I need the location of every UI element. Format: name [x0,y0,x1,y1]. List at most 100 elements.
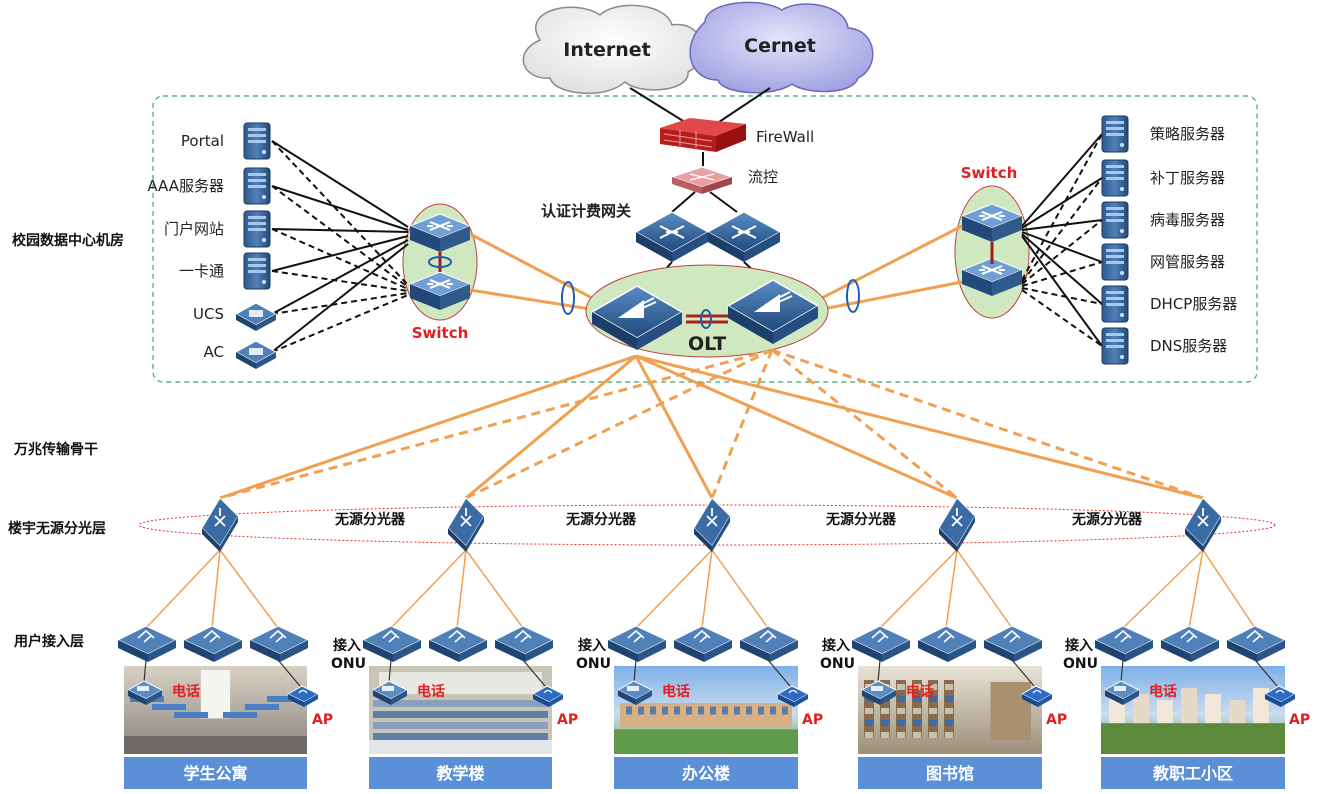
right-server-label: 补丁服务器 [1150,169,1225,187]
ap-label: AP [312,712,333,728]
ap-label: AP [1046,712,1067,728]
onu-icon [428,625,488,663]
splitter-icon [201,497,239,553]
drop-fiber [635,549,713,629]
building-group: 电话 AP 接入 ONU 教学楼 [331,497,578,789]
fiber-primary [465,354,637,500]
fiber-backup [219,348,773,500]
internet-label: Internet [563,39,650,61]
building-name: 教学楼 [436,764,484,783]
fiber-backup [710,349,774,499]
cernet-label: Cernet [744,35,816,57]
right-server-label: 策略服务器 [1150,125,1225,143]
ap-link [1254,659,1278,687]
onu-icon [739,625,799,663]
building-name-bar [1101,757,1285,789]
onu-icon [1094,625,1154,663]
link-internet-firewall [629,87,689,125]
ap-link [277,659,301,687]
onu-icon [1160,625,1220,663]
phone-link [877,659,881,683]
onu-access-label: ONU [820,656,855,672]
ap-link [1011,659,1035,687]
backbone-fiber-links [219,348,1204,500]
fiber-backup [771,348,1204,500]
onu-icon [983,625,1043,663]
building-name: 教职工小区 [1153,764,1233,783]
splitter-icon [693,497,731,553]
left-server-label: Portal [181,132,224,150]
ac-device-icon [234,340,278,369]
building-group: 电话 AP 接入 ONU 图书馆 [820,497,1067,789]
phone-label: 电话 [1149,683,1177,700]
layer-label-datacenter: 校园数据中心机房 [12,232,124,249]
onu-access-label: ONU [331,656,366,672]
building-photo [124,666,307,754]
access-layer: 无源分光器无源分光器无源分光器无源分光器电话AP学生公寓电话AP接入ONU教学楼… [117,497,1310,789]
drop-fiber [956,549,1013,629]
splitter-label: 无源分光器 [1071,511,1143,528]
drop-fiber [1188,549,1204,629]
phone-label: 电话 [906,683,934,700]
fiber-primary [634,355,714,499]
building-photo [1101,666,1285,754]
server-icon [243,252,271,290]
building-photo [858,666,1042,754]
ap-label: AP [557,712,578,728]
splitter-label: 无源分光器 [825,511,897,528]
server-icon [243,167,271,205]
phone-link [1120,659,1124,683]
right-server-label: DHCP服务器 [1150,295,1237,313]
left-server-label: 门户网站 [164,220,224,238]
splitter-icon [447,497,485,553]
link-flow-gateway-b [709,191,738,213]
server-icon [1101,243,1129,281]
firewall-label: FireWall [756,128,814,146]
olt-right-icon [726,279,820,344]
right-server-label: 网管服务器 [1150,253,1225,271]
link-left-switch-olt-a [469,232,597,302]
building-name: 图书馆 [926,764,974,783]
left-switch-stack-ring [428,256,452,268]
auth-gateway-label: 认证计费网关 [541,202,631,220]
building-name-bar [614,757,798,789]
onu-icon [249,625,309,663]
fiber-backup [771,348,958,500]
ucs-device-icon [234,302,278,331]
server-icon [243,210,271,248]
drop-fiber [1122,549,1204,629]
splitter-icon [938,497,976,553]
drop-fiber [945,549,958,629]
building-photo [614,666,798,754]
fiber-primary [635,354,1204,500]
fiber-primary [219,354,637,500]
onu-access-label: ONU [576,656,611,672]
splitter-icon [1184,497,1222,553]
left-server-label: AC [204,343,224,361]
right-server-links [1021,133,1103,347]
drop-fiber [390,549,467,629]
onu-icon [494,625,554,663]
onu-access-label: 接入 [333,637,361,654]
phone-label: 电话 [662,683,690,700]
right-server-label: DNS服务器 [1150,337,1227,355]
drop-fiber [711,549,769,629]
cernet-cloud: Cernet [689,1,874,94]
server-icon [1101,285,1129,323]
building-name-bar [858,757,1042,789]
left-server-links [271,140,409,353]
right-server-label: 病毒服务器 [1150,211,1225,229]
phone-label: 电话 [417,683,445,700]
drop-fiber [879,549,958,629]
onu-access-label: 接入 [822,637,850,654]
ap-label: AP [802,712,823,728]
server-icon [243,122,271,160]
olt-left-icon [590,285,684,350]
drop-fiber [211,549,221,629]
phone-link [388,659,392,683]
phone-label: 电话 [172,683,200,700]
